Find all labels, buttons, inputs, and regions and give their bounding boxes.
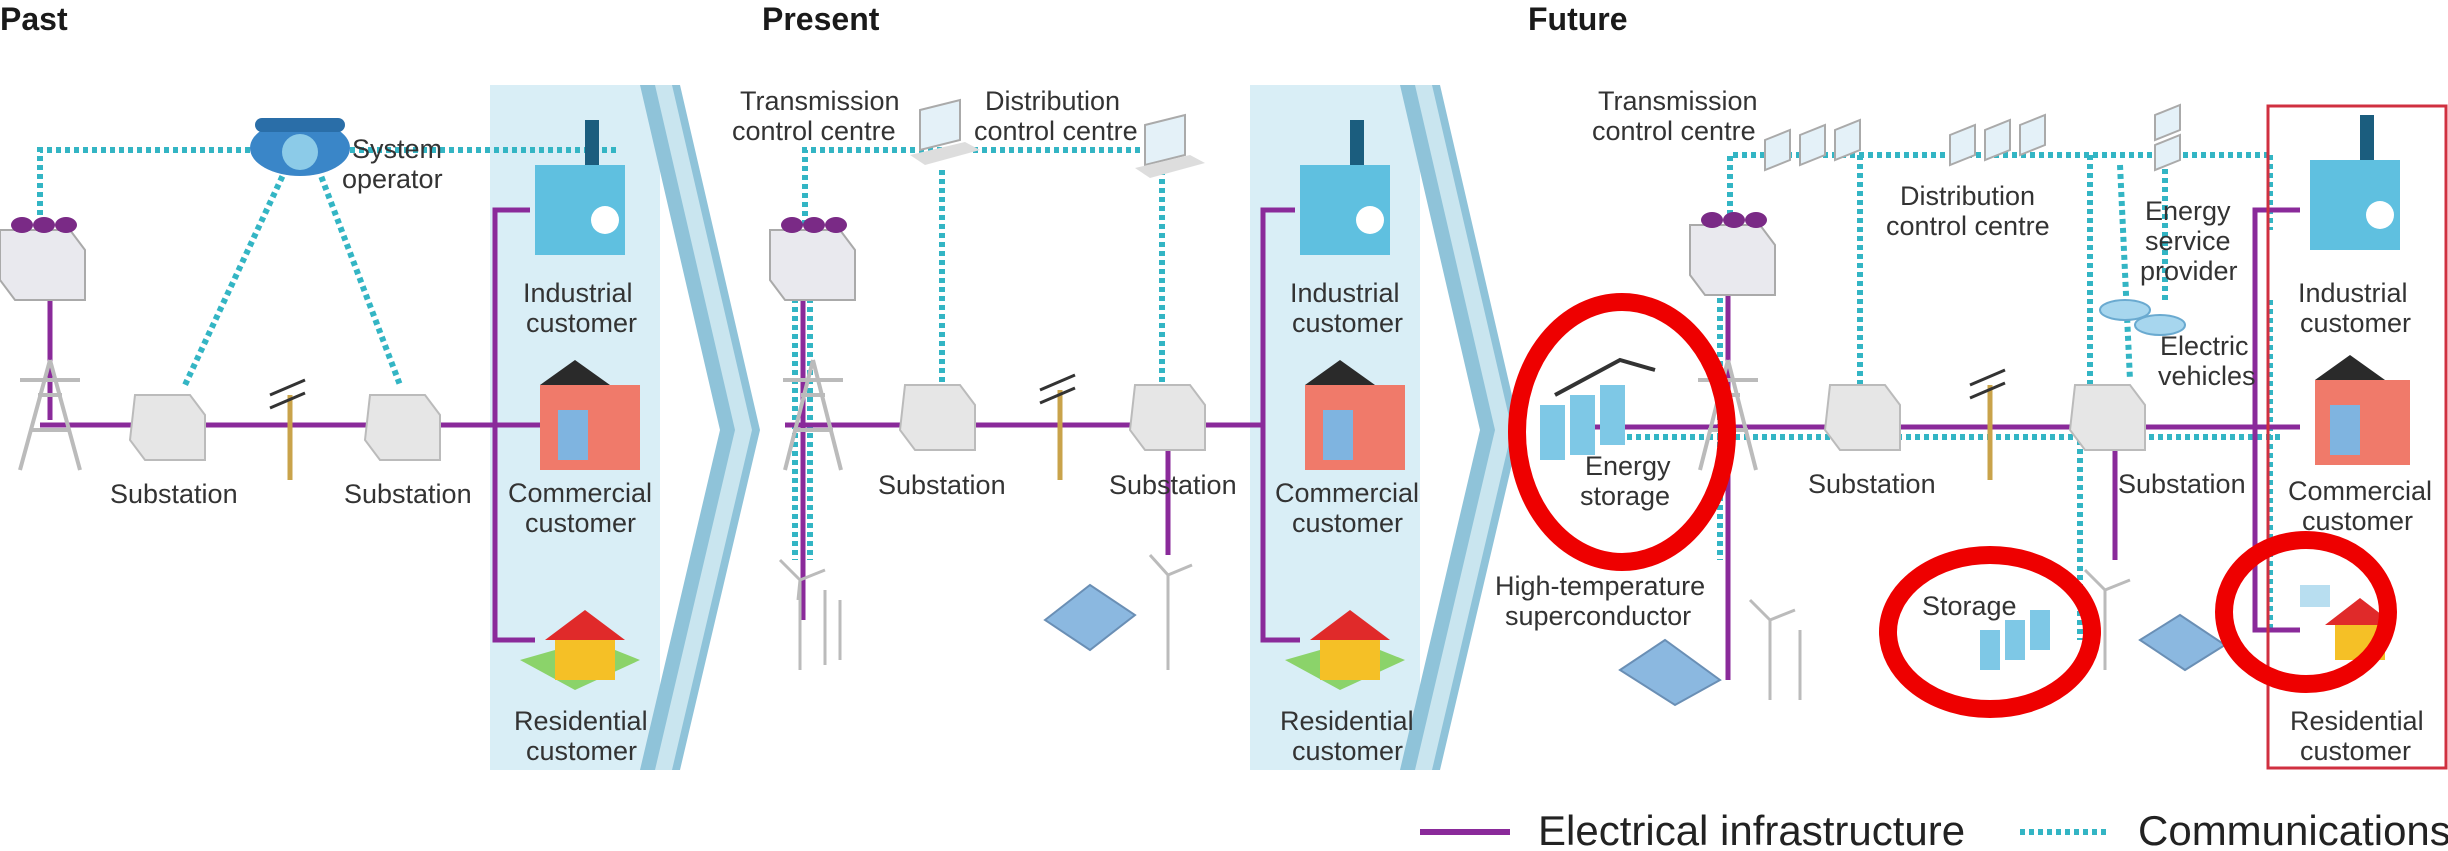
transmission-control-centre-label: Transmission control centre [732,86,907,146]
wind-turbine-icon [2083,568,2131,670]
house-icon [2300,585,2395,660]
high-temperature-superconductor-label: High-temperature superconductor [1495,571,1713,631]
commercial-building-icon [2315,355,2410,465]
solar-panel-icon [1618,638,1722,707]
pylon-icon [783,359,843,471]
energy-service-provider-label: Energy service provider [2140,196,2238,286]
commercial-customer-label: Commercial customer [1275,478,1427,538]
wind-turbine-icon [778,558,842,670]
highlight-circle-residential [2215,531,2397,693]
industrial-customer-label: Industrial customer [2298,278,2415,338]
solar-panel-icon [2138,613,2227,672]
distribution-control-centre-label: Distribution control centre [1886,181,2050,241]
substation-label: Substation [110,479,238,509]
substation-icon [363,394,441,461]
factory-icon [2310,115,2400,250]
legend: Electrical infrastructure Communications [1420,807,2448,851]
substation-label: Substation [1808,469,1936,499]
residential-customer-label: Residential customer [2290,706,2431,766]
energy-storage-icon [1540,357,1656,460]
heading-present: Present [762,1,880,37]
customer-highlight-box [2266,104,2448,770]
pole-icon [1039,373,1076,480]
computer-icon [1135,113,1205,178]
present-section: Transmission control centre Distribution… [732,86,1427,766]
storage-icon [1980,610,2050,670]
heading-past: Past [0,1,68,37]
system-operator-label: System operator [342,134,450,194]
commercial-customer-label: Commercial customer [2288,476,2440,536]
substation-label: Substation [2118,469,2246,499]
telephone-icon [250,118,350,176]
substation-icon [1128,384,1206,451]
substation-icon [128,394,206,461]
past-section: System operator Substation Substation In… [0,118,660,766]
substation-icon [1823,384,1901,451]
energy-storage-label: Energy storage [1580,451,1678,511]
pole-icon [1969,368,2006,480]
substation-icon [898,384,976,451]
pylon-icon [18,359,82,471]
house-icon [1285,610,1405,690]
factory-icon [1300,120,1390,255]
commercial-building-icon [540,360,640,470]
residential-customer-label: Residential customer [1280,706,1421,766]
substation-label: Substation [344,479,472,509]
generator-icon [0,217,86,301]
heading-future: Future [1528,1,1628,37]
highlight-circle-storage [1879,546,2101,718]
distribution-control-centre-label: Distribution control centre [974,86,1138,146]
residential-customer-label: Residential customer [514,706,655,766]
industrial-customer-label: Industrial customer [523,278,640,338]
commercial-building-icon [1305,360,1405,470]
commercial-customer-label: Commercial customer [508,478,660,538]
computer-icon [1764,103,2181,172]
generator-icon [1689,212,1776,296]
factory-icon [535,120,625,255]
wind-turbine-icon [1748,598,1802,700]
legend-communications-label: Communications [2138,807,2448,851]
storage-label: Storage [1922,591,2017,621]
electric-vehicles-label: Electric vehicles [2158,331,2256,391]
computer-icon [910,98,980,165]
highlight-circle-energy-storage [1508,293,1736,571]
wind-turbine-icon [1148,553,1193,670]
future-section: Transmission control centre Distribution… [1495,86,2448,770]
industrial-customer-label: Industrial customer [1290,278,1407,338]
legend-electrical-label: Electrical infrastructure [1538,807,1965,851]
solar-panel-icon [1043,583,1137,652]
generator-icon [769,217,856,301]
substation-label: Substation [878,470,1006,500]
electric-vehicle-icon [2099,299,2186,336]
transmission-control-centre-label: Transmission control centre [1592,86,1765,146]
substation-icon [2068,384,2146,451]
substation-label: Substation [1109,470,1237,500]
pole-icon [269,378,306,480]
house-icon [520,610,640,690]
